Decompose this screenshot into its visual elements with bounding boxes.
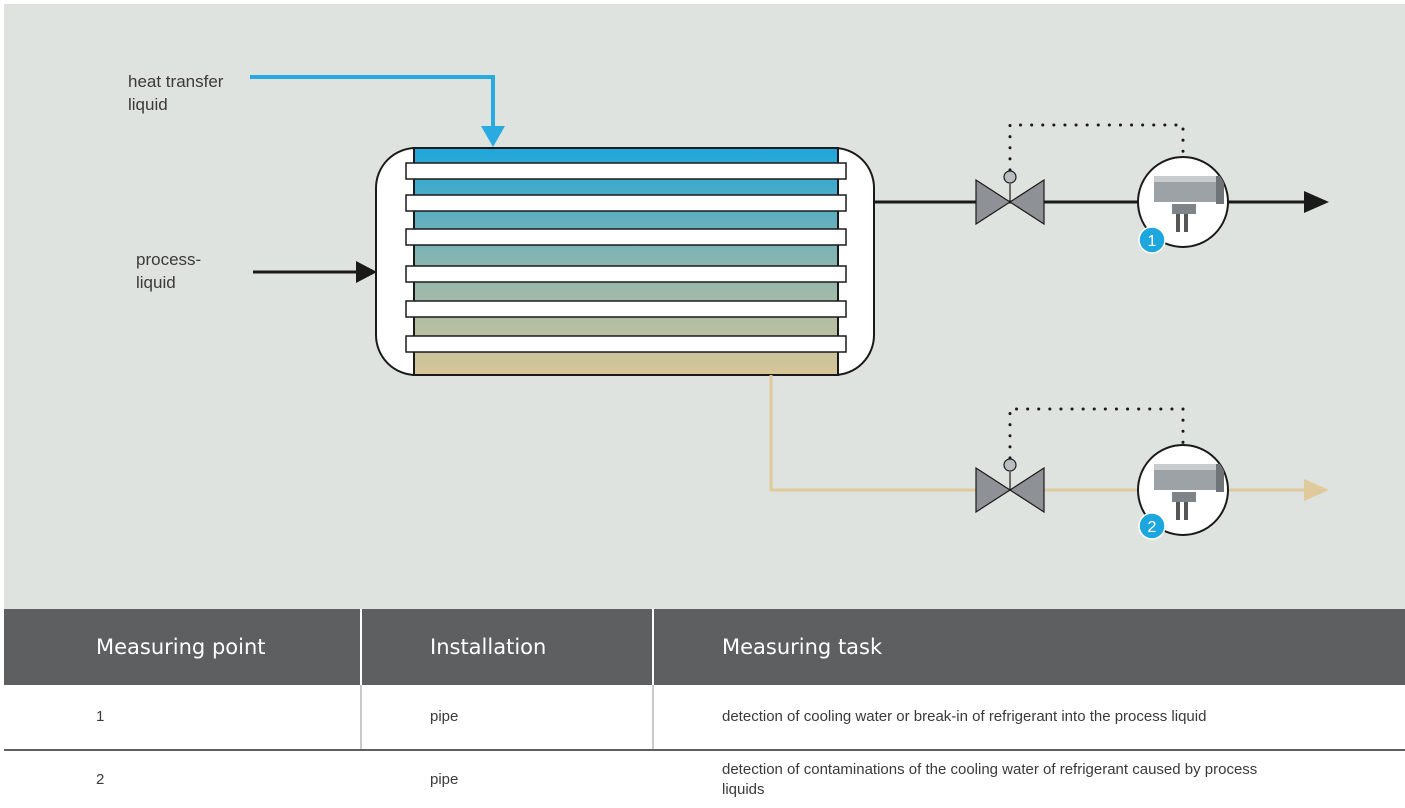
cell-task: detection of cooling water or break-in o… [722,708,1207,725]
header-installation: Installation [430,635,547,659]
heat-transfer-arrow [481,126,505,147]
process-diagram: 1 2 heat transfer liquid process- liquid [4,4,1405,609]
header-divider [360,609,362,685]
control-signal-lines [1008,123,1185,460]
table-row: 1 pipe detection of cooling water or bre… [4,685,1405,749]
cell-point: 1 [96,708,105,725]
header-divider [652,609,654,685]
heat-transfer-label: heat transfer liquid [128,72,224,114]
cooling-outlet-line [769,375,1304,492]
column-divider [652,685,654,749]
header-measuring-task: Measuring task [722,635,883,659]
table-row: 2 pipe detection of contaminations of th… [4,751,1405,808]
diagram-drawing: 1 2 [250,75,1329,540]
cooling-outlet-arrow [1304,479,1329,501]
sensor-2 [1137,444,1229,540]
process-inlet-arrow [356,261,377,283]
process-outlet-arrow [1304,191,1329,213]
marker-1-number: 1 [1148,233,1157,250]
heat-transfer-line [250,75,495,134]
header-measuring-point: Measuring point [96,635,266,659]
sensor-1 [1137,156,1229,254]
column-divider [360,685,362,749]
marker-2-number: 2 [1148,519,1157,536]
tube-bundle [405,162,847,353]
valve-2 [975,458,1045,514]
process-liquid-label: process- liquid [136,250,202,292]
cell-point: 2 [96,770,105,788]
cell-installation: pipe [430,708,459,725]
row-divider [4,749,1405,751]
valve-1 [975,170,1045,226]
cell-installation: pipe [430,770,459,788]
table-header: Measuring point Installation Measuring t… [4,609,1405,685]
cell-task: detection of contaminations of the cooli… [722,760,1258,798]
